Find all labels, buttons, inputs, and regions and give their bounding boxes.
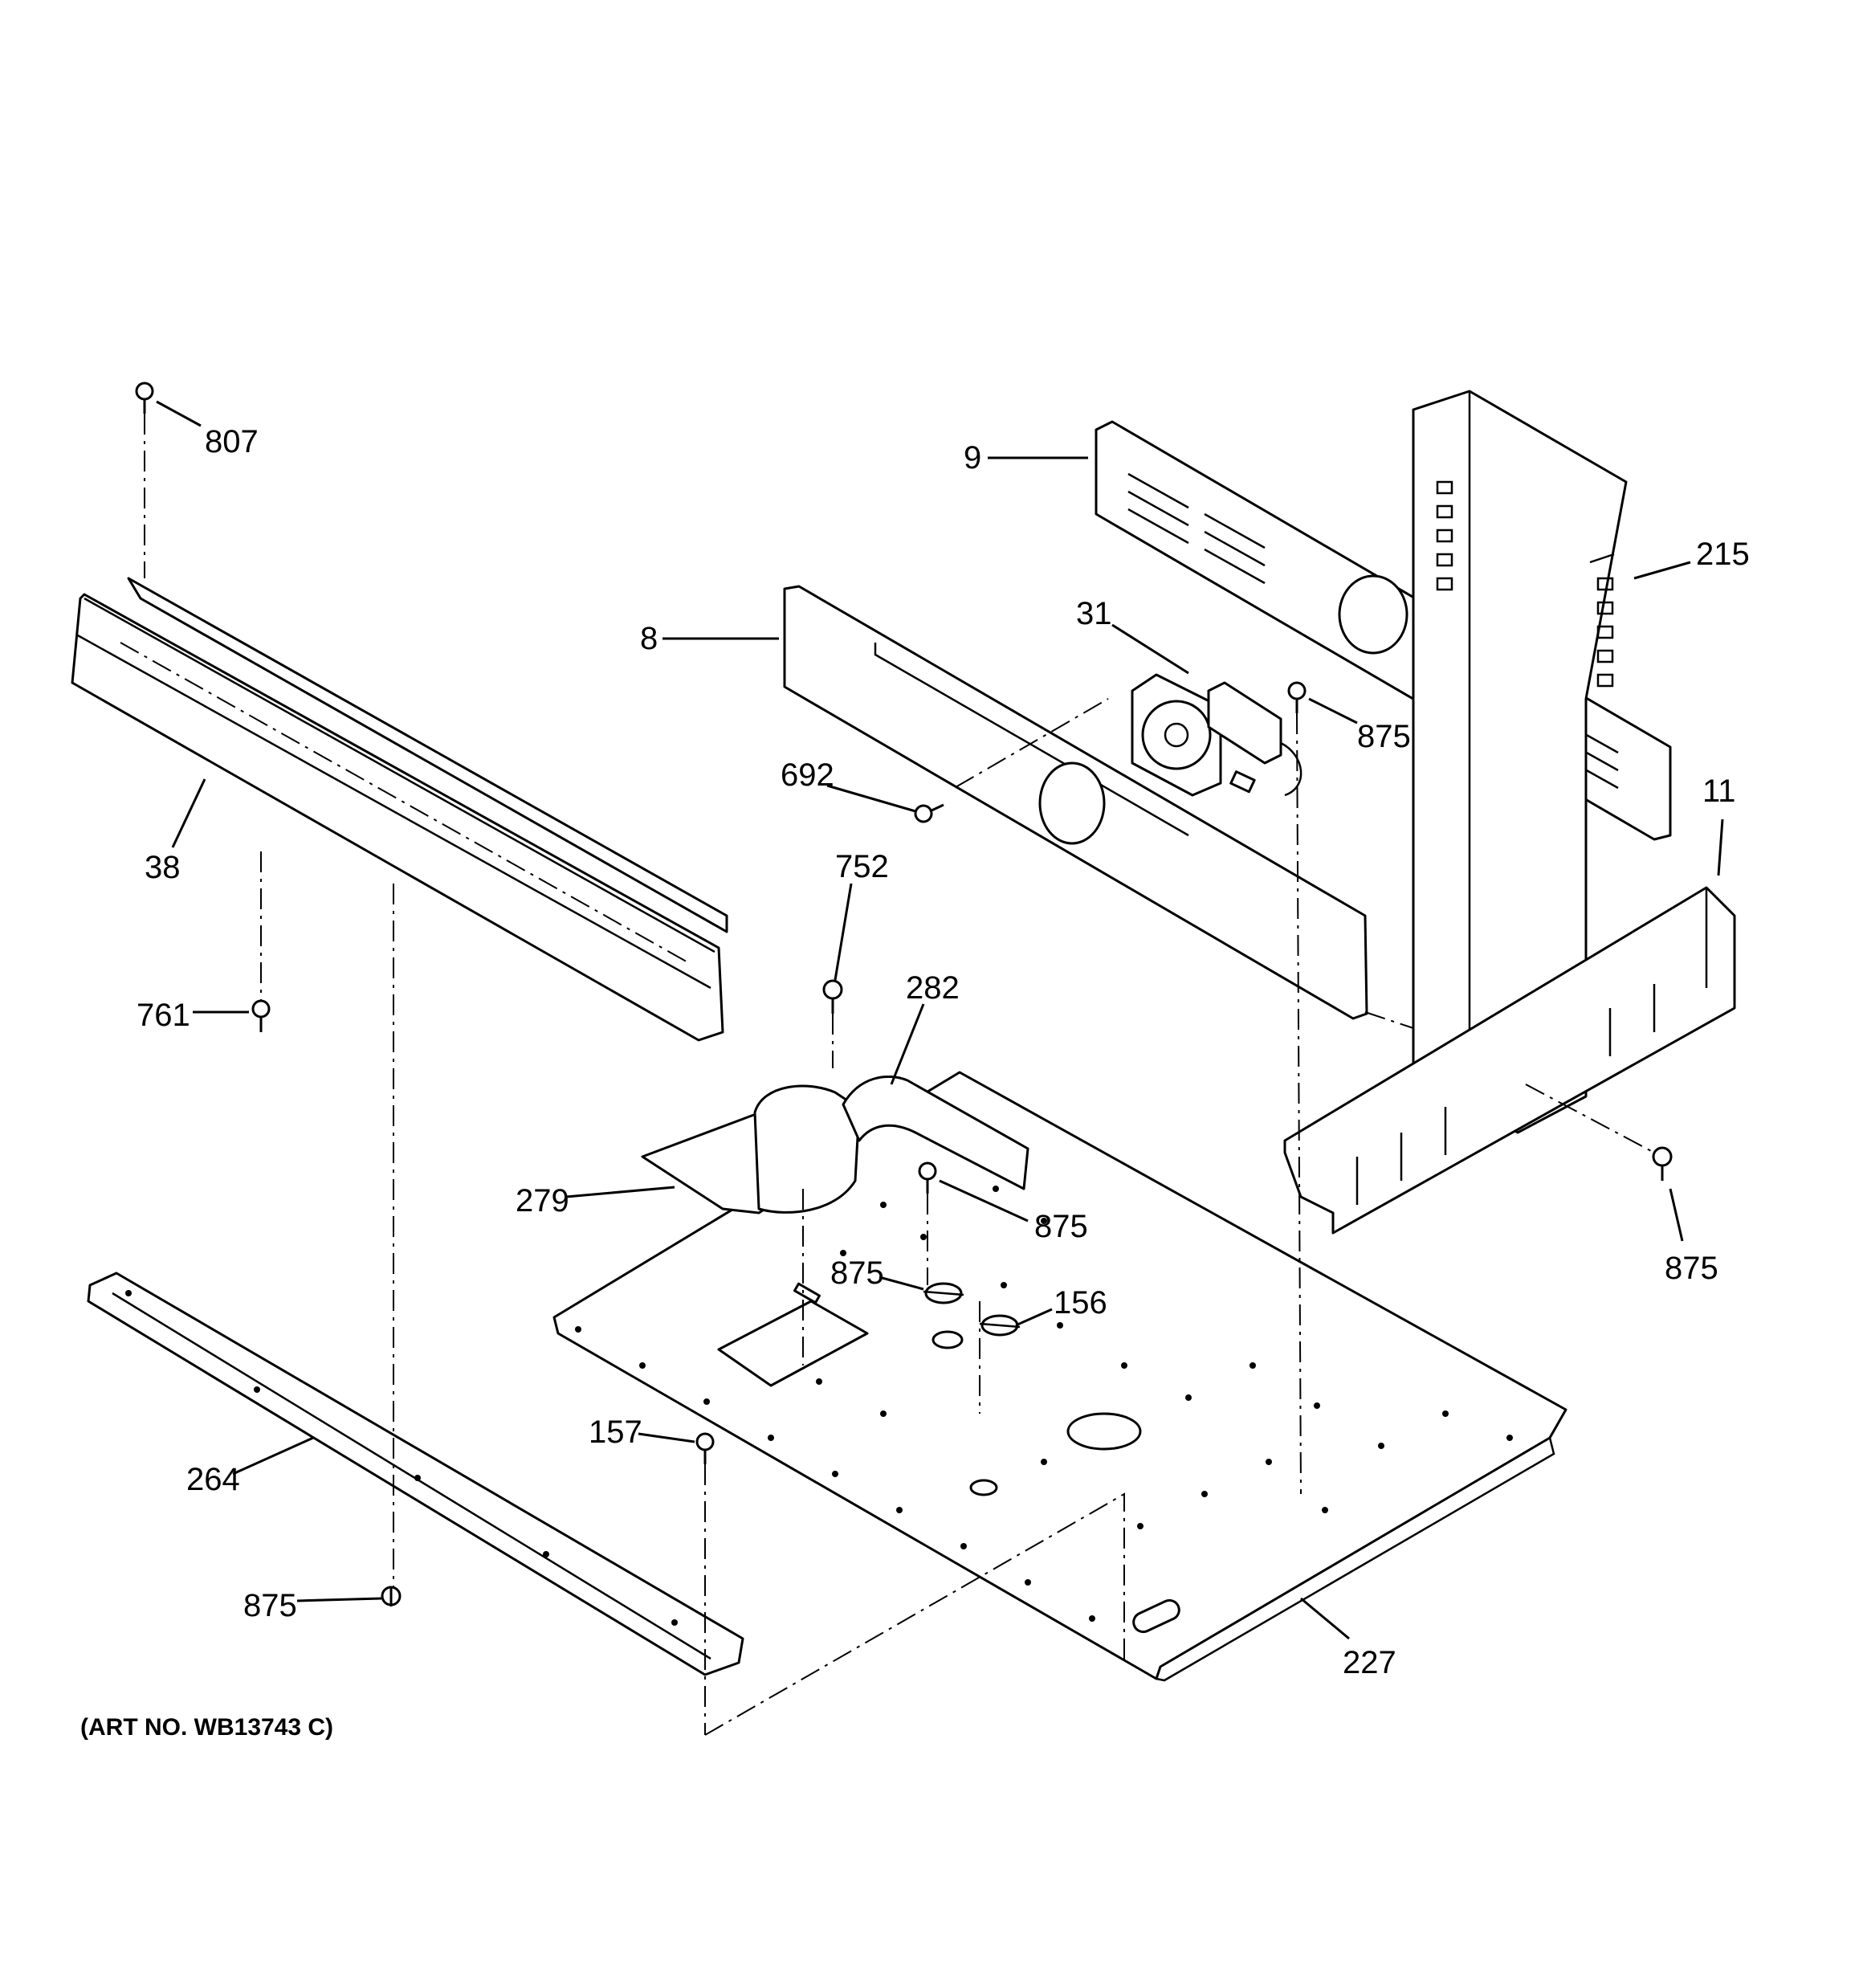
thermostat-part-157[interactable] bbox=[979, 1314, 1021, 1337]
screw-part-875d[interactable] bbox=[695, 1432, 715, 1464]
label-282: 282 bbox=[906, 970, 960, 1006]
label-875d: 157 bbox=[589, 1414, 642, 1450]
rail-part-264[interactable] bbox=[87, 1272, 744, 1676]
blower-duct-part-282[interactable] bbox=[842, 1075, 1029, 1190]
label-8: 8 bbox=[640, 621, 658, 656]
screw-part-875b[interactable] bbox=[1287, 681, 1307, 713]
screw-part-692[interactable] bbox=[914, 803, 944, 823]
side-bracket-part-11[interactable] bbox=[1283, 886, 1736, 1235]
label-215: 215 bbox=[1696, 537, 1750, 572]
label-156: 875 bbox=[830, 1255, 884, 1291]
assembly-centerlines bbox=[144, 414, 1655, 1736]
label-752: 752 bbox=[835, 849, 889, 884]
screw-part-752[interactable] bbox=[822, 979, 843, 1014]
label-38: 38 bbox=[145, 850, 181, 885]
base-plate-part-227[interactable] bbox=[552, 1071, 1567, 1682]
callout-labels: 807 38 761 264 875 9 215 8 31 875 692 11… bbox=[80, 424, 1750, 1741]
label-692: 692 bbox=[781, 757, 834, 793]
label-31: 31 bbox=[1076, 596, 1112, 631]
label-875a: 875 bbox=[243, 1588, 297, 1623]
label-875c: 875 bbox=[1034, 1209, 1088, 1244]
label-227: 227 bbox=[1343, 1645, 1396, 1680]
screw-part-875e[interactable] bbox=[1652, 1146, 1673, 1181]
callout-leader-lines bbox=[156, 400, 1724, 1640]
label-11: 11 bbox=[1702, 774, 1736, 809]
baffle-panel-part-8[interactable] bbox=[783, 585, 1368, 1020]
screw-part-875a[interactable] bbox=[381, 1586, 402, 1606]
cooling-fan-part-31[interactable] bbox=[1131, 673, 1302, 797]
label-264: 264 bbox=[186, 1462, 240, 1497]
thermostat-part-156[interactable] bbox=[923, 1282, 964, 1304]
screw-part-875c[interactable] bbox=[918, 1161, 937, 1194]
label-157: 156 bbox=[1054, 1285, 1107, 1321]
label-279: 279 bbox=[516, 1183, 569, 1219]
vent-duct-part-215[interactable] bbox=[1412, 390, 1628, 1134]
label-9: 9 bbox=[964, 440, 981, 476]
control-panel-trim-part-38[interactable] bbox=[71, 577, 728, 1042]
label-875e: 875 bbox=[1665, 1251, 1718, 1286]
screw-part-807[interactable] bbox=[135, 382, 154, 414]
label-807: 807 bbox=[205, 424, 259, 459]
label-761: 761 bbox=[137, 998, 190, 1033]
blower-assembly-part-279[interactable] bbox=[641, 1084, 861, 1214]
label-875b: 875 bbox=[1357, 719, 1411, 754]
screw-part-761[interactable] bbox=[251, 999, 271, 1032]
art-number: (ART NO. WB13743 C) bbox=[80, 1714, 333, 1741]
